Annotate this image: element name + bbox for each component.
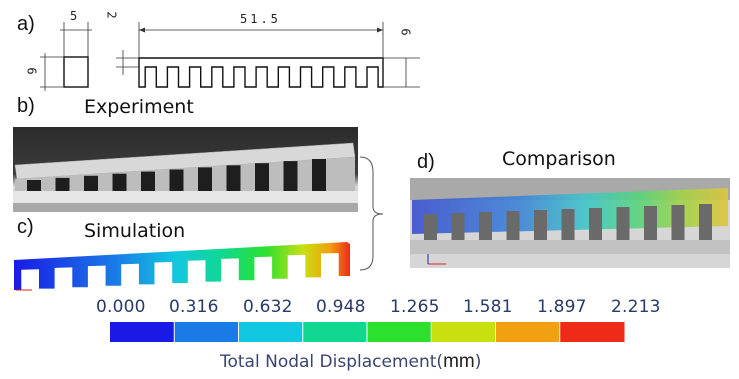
comparison-slot xyxy=(589,208,602,240)
experiment-slot xyxy=(312,159,326,191)
dimension-drawing xyxy=(40,22,420,91)
experiment-slot xyxy=(55,177,70,191)
experiment-slot xyxy=(112,173,127,191)
panel-label-b: b) xyxy=(17,95,35,117)
tick-label: 0.000 xyxy=(96,297,146,317)
colorbar xyxy=(110,322,625,342)
comparison-slot xyxy=(451,213,465,240)
dim-width-block: 5 xyxy=(70,9,78,23)
dim-length: 51.5 xyxy=(240,12,281,26)
dim-height-right: 6 xyxy=(398,28,413,36)
colorbar-segment xyxy=(110,322,175,342)
comparison-slot xyxy=(699,204,712,240)
experiment-title: Experiment xyxy=(84,96,194,118)
comparison-slot xyxy=(506,211,520,240)
tick-label: 0.316 xyxy=(169,297,219,317)
tick-label: 0.632 xyxy=(243,297,293,317)
colorbar-segment xyxy=(238,322,304,342)
tick-label: 2.213 xyxy=(611,297,661,317)
experiment-slot xyxy=(226,165,241,191)
comparison-slot xyxy=(616,207,630,240)
colorbar-segment xyxy=(431,322,496,342)
tick-label: 0.948 xyxy=(316,297,366,317)
colorbar-segment xyxy=(559,322,625,342)
colorbar-title-main: Total Nodal Displacement( xyxy=(220,352,444,372)
dim-top-gap: 2 xyxy=(104,11,119,19)
comparison-slot xyxy=(644,206,657,240)
panel-label-d: d) xyxy=(417,151,435,173)
colorbar-segment xyxy=(302,322,368,342)
experiment-slot xyxy=(255,163,269,191)
colorbar-segment xyxy=(495,322,561,342)
comparison-title: Comparison xyxy=(502,148,616,170)
comparison-slot xyxy=(561,209,575,240)
colorbar-segment xyxy=(174,322,239,342)
colorbar-title-end: ) xyxy=(474,352,482,372)
tick-label: 1.897 xyxy=(537,297,587,317)
experiment-slot xyxy=(84,175,98,191)
experiment-slot xyxy=(283,161,298,191)
tick-label: 1.581 xyxy=(463,297,513,317)
panel-label-a: a) xyxy=(17,13,35,35)
experiment-photo xyxy=(13,127,358,212)
tick-label: 1.265 xyxy=(390,297,440,317)
dim-height-block: 6 xyxy=(24,67,39,75)
colorbar-title-unit: mm xyxy=(443,351,475,372)
comparison-slot xyxy=(671,205,685,240)
comparison-slot xyxy=(479,212,492,240)
experiment-slot xyxy=(27,180,41,191)
colorbar-ticks: 0.000 0.316 0.632 0.948 1.265 1.581 1.89… xyxy=(0,297,739,321)
experiment-slot xyxy=(141,171,155,191)
panel-label-c: c) xyxy=(17,216,34,238)
experiment-slot xyxy=(169,169,184,191)
bracket xyxy=(359,156,384,271)
experiment-slot xyxy=(198,167,212,191)
comparison-photo xyxy=(410,178,730,268)
colorbar-title: Total Nodal Displacement(mm) xyxy=(220,351,481,373)
simulation-comb xyxy=(14,242,350,291)
colorbar-segment xyxy=(367,322,432,342)
comparison-slot xyxy=(534,210,547,240)
comparison-slot xyxy=(424,214,437,240)
simulation-title: Simulation xyxy=(84,220,186,242)
